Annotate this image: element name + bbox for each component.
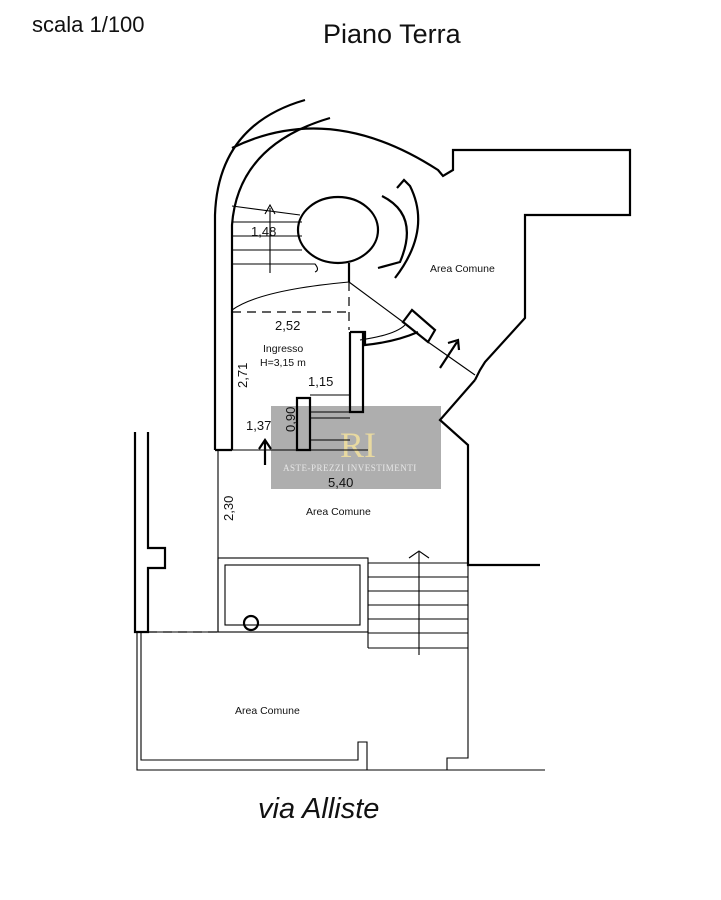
street-label: via Alliste — [258, 793, 379, 825]
watermark-logo: RI — [340, 425, 376, 465]
dim-2-52: 2,52 — [275, 318, 300, 333]
dim-1-37: 1,37 — [246, 418, 271, 433]
dim-1-15: 1,15 — [308, 374, 333, 389]
room-ingresso: Ingresso — [263, 343, 303, 355]
dim-2-71: 2,71 — [235, 363, 250, 388]
room-area-comune-bottom: Area Comune — [235, 705, 300, 717]
watermark: RI ASTE-PREZZI INVESTIMENTI — [271, 406, 441, 489]
walls — [133, 98, 632, 771]
room-labels: Area Comune Ingresso H=3,15 m Area Comun… — [235, 263, 495, 717]
scale-label: scala 1/100 — [32, 12, 145, 37]
dimension-labels: 1,48 2,52 2,71 1,15 0,90 1,37 2,30 5,40 — [221, 224, 353, 521]
dim-1-48: 1,48 — [251, 224, 276, 239]
plan-title: Piano Terra — [323, 19, 462, 49]
dim-0-90: 0,90 — [283, 407, 298, 432]
dim-2-30: 2,30 — [221, 496, 236, 521]
room-ingresso-height: H=3,15 m — [260, 357, 306, 369]
room-area-comune-middle: Area Comune — [306, 506, 371, 518]
dim-5-40: 5,40 — [328, 475, 353, 490]
watermark-text: ASTE-PREZZI INVESTIMENTI — [283, 463, 417, 473]
room-area-comune-top: Area Comune — [430, 263, 495, 275]
